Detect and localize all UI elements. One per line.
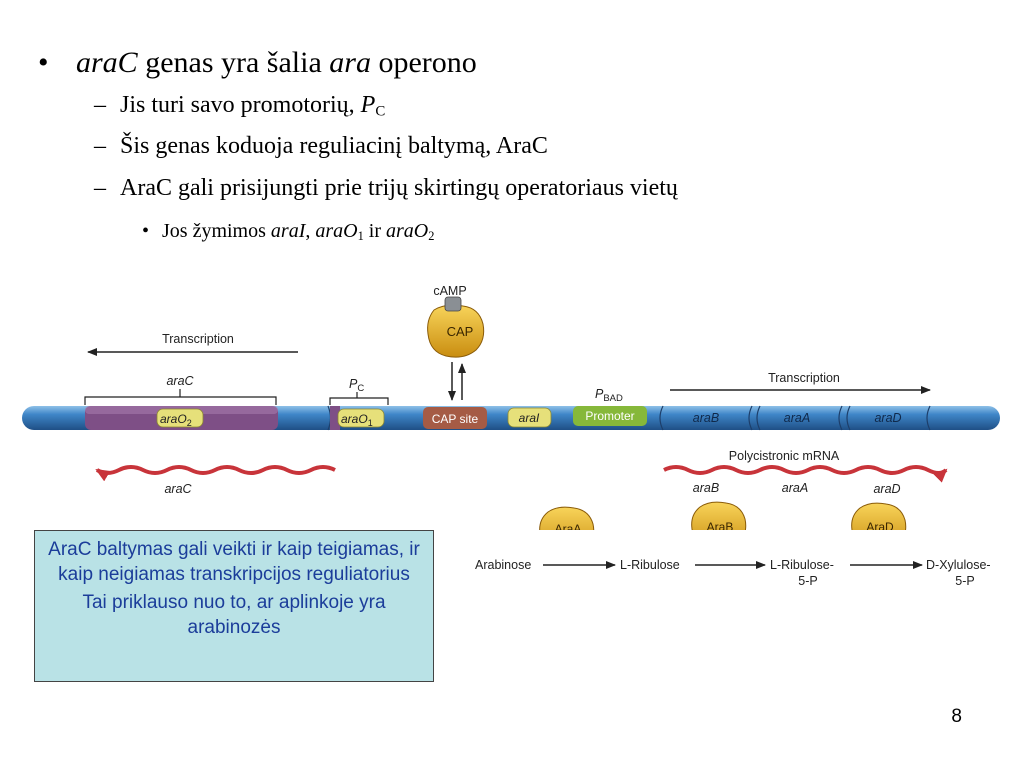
bullet-dash: –	[94, 175, 106, 201]
ara-operon-diagram: Transcription Transcription araC PC PBAD…	[22, 284, 1000, 530]
pbad-label: PBAD	[595, 387, 623, 404]
pc-label: PC	[349, 377, 364, 394]
bullet-dash: –	[94, 92, 106, 118]
transcription-right-arrow: Transcription	[670, 371, 931, 394]
d-xylulose-5p-label-2: 5-P	[955, 574, 974, 588]
note-line-1: AraC baltymas gali veikti ir kaip teigia…	[48, 539, 420, 585]
bullet-text: Jos žymimos araI, araO1 ir araO2	[162, 220, 435, 244]
bullet-text: araC genas yra šalia ara operono	[76, 46, 477, 79]
cap-binding-arrows	[448, 362, 466, 401]
mrna-arab-label: araB	[693, 481, 719, 495]
arac-gene-label: araC	[166, 374, 194, 388]
arac-gene-bracket: araC	[84, 374, 277, 405]
bullet-symbol: •	[38, 46, 49, 79]
d-xylulose-5p-label-1: D-Xylulose-	[926, 558, 991, 572]
enzyme-araa: AraA	[539, 506, 595, 530]
pbad-label-group: PBAD	[595, 387, 623, 404]
transcription-left-label: Transcription	[162, 332, 234, 346]
camp-label: cAMP	[433, 284, 466, 298]
arabinose-pathway: Arabinose L-Ribulose L-Ribulose- 5-P D-X…	[475, 558, 991, 588]
bullet-text: AraC gali prisijungti prie trijų skirtin…	[120, 175, 678, 201]
transcription-right-label: Transcription	[768, 371, 840, 385]
dna-strand: araO2 araO1 CAP site araI Promoter araB …	[22, 405, 1000, 431]
arabinose-label: Arabinose	[475, 558, 531, 572]
enzyme-arad-label: AraD	[866, 520, 894, 530]
page-number: 8	[951, 706, 962, 727]
arao1-label: araO1	[341, 412, 373, 428]
camp-molecule	[444, 296, 462, 312]
cap-site	[423, 407, 487, 429]
bullet-text: Šis genas koduoja reguliacinį baltymą, A…	[120, 133, 548, 159]
polycistronic-mrna: Polycistronic mRNA araB araA araD	[663, 449, 948, 496]
araa-gene-label: araA	[784, 411, 810, 425]
l-ribulose-5p-label-2: 5-P	[798, 574, 817, 588]
arai-site	[507, 407, 552, 428]
enzyme-arab: AraB	[691, 501, 747, 530]
bullet-symbol: •	[142, 220, 150, 242]
cap-protein: cAMP CAP	[427, 284, 485, 358]
cap-label: CAP	[447, 324, 474, 339]
pc-promoter-bracket: PC	[329, 377, 389, 405]
promoter-label: Promoter	[585, 409, 634, 423]
enzyme-araa-label: AraA	[555, 522, 582, 530]
mrna-araa-label: araA	[782, 481, 808, 495]
arac-mrna: araC	[95, 465, 336, 496]
arai-label: araI	[519, 411, 540, 425]
bullet-dash: –	[94, 133, 106, 159]
promoter-site	[573, 406, 647, 426]
arad-gene-label: araD	[874, 411, 901, 425]
note-line-2: Tai priklauso nuo to, ar aplinkoje yra a…	[82, 592, 386, 638]
mrna-arad-label: araD	[873, 482, 900, 496]
enzyme-arab-label: AraB	[707, 520, 734, 530]
transcription-left-arrow: Transcription	[87, 332, 298, 356]
polycistronic-label: Polycistronic mRNA	[729, 449, 840, 463]
info-note-box: AraC baltymas gali veikti ir kaip teigia…	[34, 530, 434, 682]
arao1-site	[337, 408, 385, 428]
l-ribulose-label: L-Ribulose	[620, 558, 680, 572]
arao2-site	[156, 408, 204, 428]
arac-mrna-label: araC	[164, 482, 192, 496]
arao2-label: araO2	[160, 412, 192, 428]
l-ribulose-5p-label-1: L-Ribulose-	[770, 558, 834, 572]
bullet-text: Jis turi savo promotorių, PC	[120, 92, 386, 120]
cap-site-label: CAP site	[432, 412, 479, 426]
enzyme-arad: AraD	[851, 502, 907, 530]
arab-gene-label: araB	[693, 411, 719, 425]
